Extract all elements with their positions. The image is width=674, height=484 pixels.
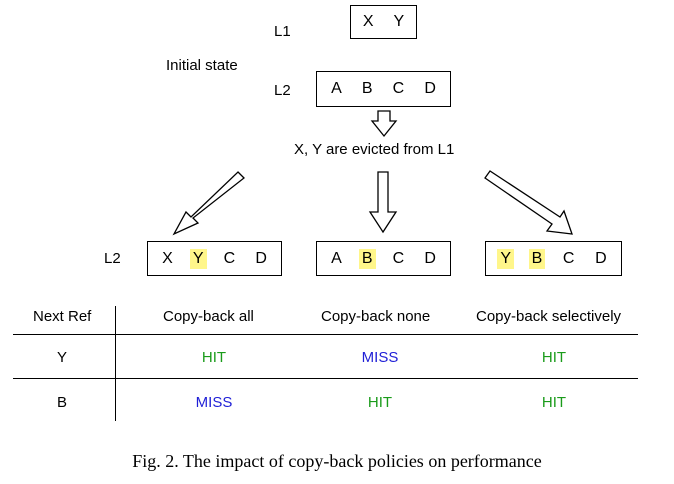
l1-box: X Y xyxy=(350,5,417,39)
table-result-cell: MISS xyxy=(195,394,233,411)
table-result-cell: HIT xyxy=(541,349,567,366)
outcome-cell: X xyxy=(162,249,173,267)
outcome-box-copy-back-all: X Y C D xyxy=(147,241,282,276)
table-result-cell: HIT xyxy=(541,394,567,411)
right-diagonal-arrow-icon xyxy=(484,170,573,235)
table-result-cell: HIT xyxy=(201,349,227,366)
table-header-col: Copy-back all xyxy=(163,308,254,325)
outcome-box-copy-back-selectively: Y B C D xyxy=(485,241,622,276)
left-diagonal-arrow-icon xyxy=(172,171,245,236)
l1-label: L1 xyxy=(274,23,291,40)
table-vertical-rule xyxy=(115,306,116,421)
arrows-layer xyxy=(172,110,573,236)
outcome-cell-highlighted: Y xyxy=(189,248,207,269)
table-header-next-ref: Next Ref xyxy=(33,308,92,325)
table-row-ref: Y xyxy=(56,349,67,366)
initial-state-label: Initial state xyxy=(166,57,238,74)
l2-initial-cell: C xyxy=(392,80,405,97)
outcome-cell-highlighted: B xyxy=(358,248,376,269)
table-horizontal-rule xyxy=(13,378,638,379)
table-horizontal-rule xyxy=(13,334,638,335)
table-result-cell: MISS xyxy=(361,349,399,366)
eviction-text: X, Y are evicted from L1 xyxy=(294,141,455,158)
outcome-cell-highlighted: Y xyxy=(497,248,514,269)
figure-caption: Fig. 2. The impact of copy-back policies… xyxy=(132,451,542,471)
l2-initial-cell: B xyxy=(361,80,373,97)
l1-cell: X xyxy=(362,13,374,30)
outcome-cell: D xyxy=(424,249,436,267)
outcome-cell: A xyxy=(331,249,342,267)
outcome-cell: C xyxy=(562,249,575,267)
center-down-arrow-icon xyxy=(368,171,398,234)
l2-initial-box: A B C D xyxy=(316,71,451,107)
table-result-cell: HIT xyxy=(367,394,393,411)
table-row-ref: B xyxy=(56,394,67,411)
outcome-cell: D xyxy=(255,249,267,267)
outcome-cell: C xyxy=(223,249,236,267)
l2-initial-cell: D xyxy=(424,80,436,97)
outcome-cell: D xyxy=(595,249,607,267)
l2-initial-label: L2 xyxy=(274,82,291,99)
outcome-cell: C xyxy=(392,249,405,267)
l2-initial-cell: A xyxy=(331,80,342,97)
l2-outcome-label: L2 xyxy=(104,250,121,267)
outcome-cell-highlighted: B xyxy=(528,248,546,269)
table-header-col: Copy-back none xyxy=(321,308,431,325)
table-header-col: Copy-back selectively xyxy=(476,308,622,325)
l1-cell: Y xyxy=(393,13,405,30)
small-down-arrow-icon xyxy=(370,110,398,138)
outcome-box-copy-back-none: A B C D xyxy=(316,241,451,276)
